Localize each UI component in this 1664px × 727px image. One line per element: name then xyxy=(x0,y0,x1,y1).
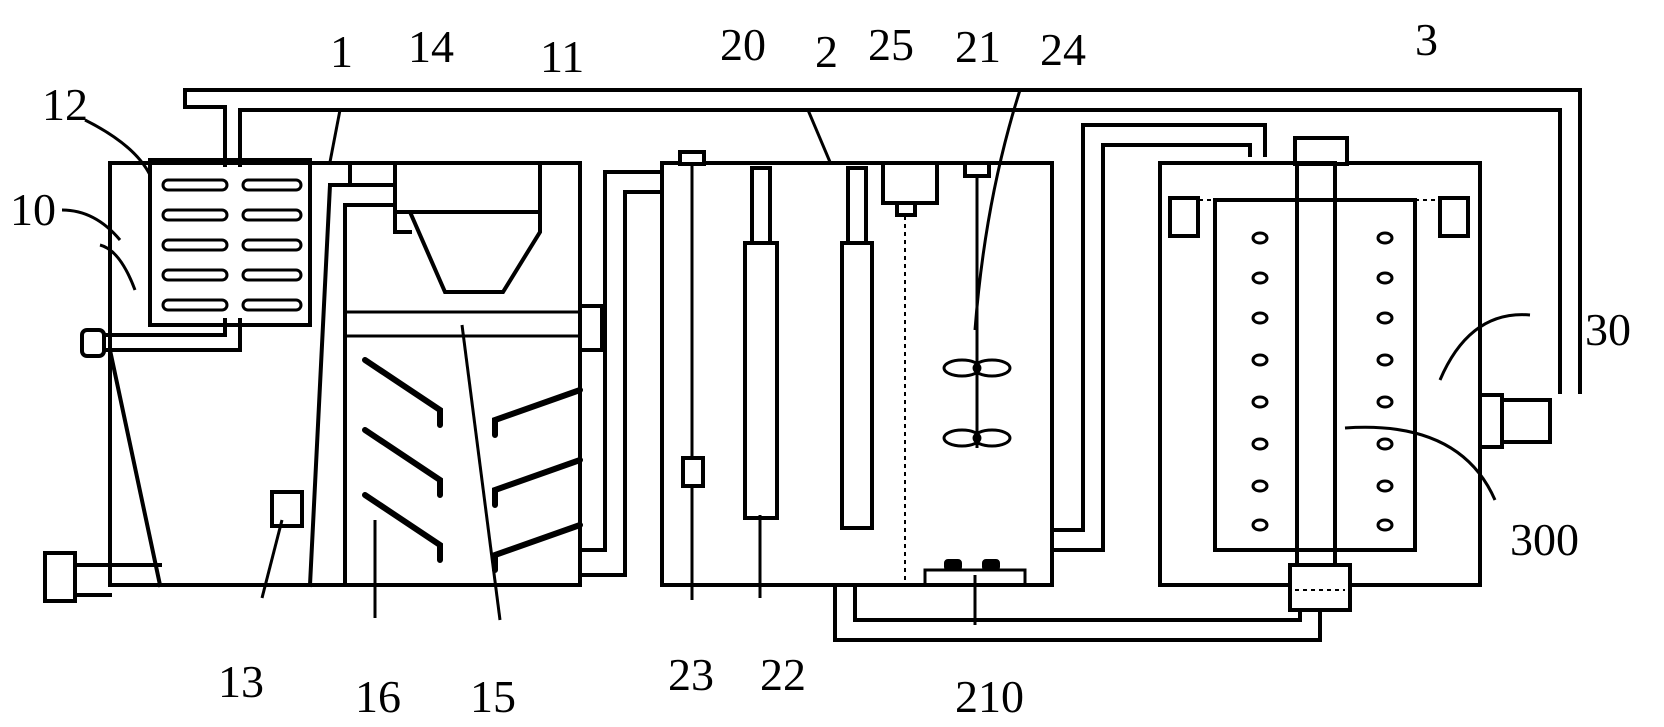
pump-13 xyxy=(270,490,304,528)
center-tube-300 xyxy=(1295,161,1337,612)
side-valve xyxy=(80,328,106,358)
heat-exchanger-box xyxy=(148,158,312,327)
label-12: 12 xyxy=(42,79,88,130)
label-30: 30 xyxy=(1585,304,1631,355)
label-11: 11 xyxy=(540,31,584,82)
inclined-plates xyxy=(362,357,583,573)
label-10: 10 xyxy=(10,184,56,235)
holes-right xyxy=(1376,231,1394,532)
inlet-pipe-cap xyxy=(43,551,77,603)
bottom-collector xyxy=(1288,563,1352,612)
membrane-module-30 xyxy=(1213,198,1417,552)
tank-1 xyxy=(43,158,662,603)
label-210: 210 xyxy=(955,671,1024,722)
leader-lines xyxy=(61,89,1531,625)
outlet-cap xyxy=(1478,393,1504,449)
label-25: 25 xyxy=(868,19,914,70)
callout-labels: 10 12 1 14 11 13 16 15 20 2 25 21 24 23 … xyxy=(10,14,1631,722)
left-fitting xyxy=(1168,196,1200,238)
aerator-210 xyxy=(923,559,1027,587)
device-25 xyxy=(881,161,939,205)
electrode-22 xyxy=(743,241,779,520)
label-22: 22 xyxy=(760,649,806,700)
label-15: 15 xyxy=(470,671,516,722)
label-24: 24 xyxy=(1040,24,1086,75)
serpentine-coil xyxy=(161,178,303,312)
label-16: 16 xyxy=(355,671,401,722)
label-2: 2 xyxy=(815,26,838,77)
label-13: 13 xyxy=(218,656,264,707)
top-pipes xyxy=(183,88,1582,394)
label-3: 3 xyxy=(1415,14,1438,65)
tank-3 xyxy=(1158,136,1552,612)
label-14: 14 xyxy=(408,21,454,72)
label-300: 300 xyxy=(1510,514,1579,565)
outlet-box xyxy=(1493,398,1552,444)
right-fitting xyxy=(1438,196,1470,238)
label-23: 23 xyxy=(668,649,714,700)
sensor-23 xyxy=(681,456,705,488)
label-20: 20 xyxy=(720,19,766,70)
holes-left xyxy=(1251,231,1269,532)
label-21: 21 xyxy=(955,21,1001,72)
electrode-middle xyxy=(840,241,874,530)
label-1: 1 xyxy=(330,26,353,77)
aerator-strip xyxy=(343,304,604,352)
